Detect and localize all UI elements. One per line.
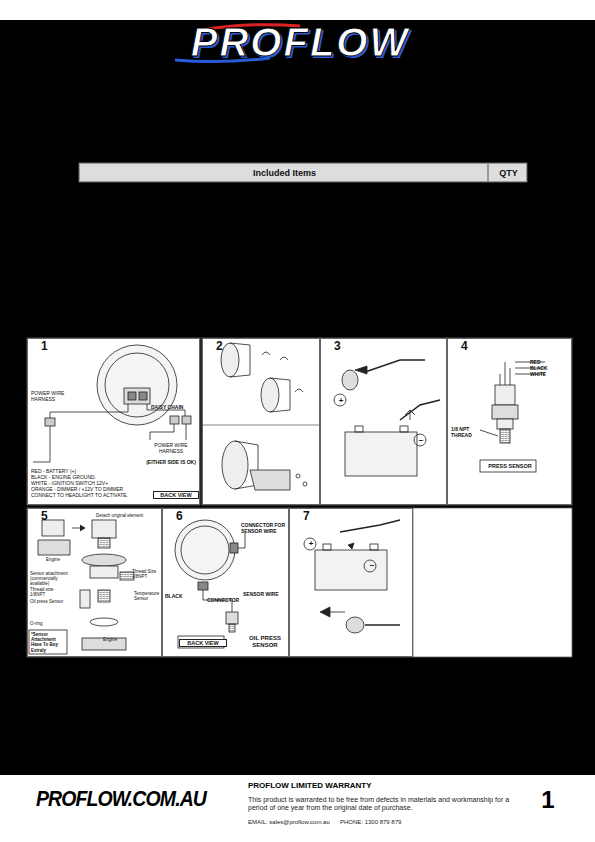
part-label: Temperature Sensor	[134, 591, 162, 601]
gauge-mount-steps	[221, 343, 307, 490]
instruction-panel: 3 + −	[320, 338, 447, 505]
battery-disconnect	[334, 360, 440, 476]
wire-color: RED	[530, 360, 560, 366]
callout-number: 2	[216, 340, 246, 354]
instruction-panel: 1POWER WIRE HARNESS DAISY CHAIN POWER WIRE…	[27, 338, 200, 505]
contact-text: PHONE: 1300 879 879	[340, 819, 460, 826]
table-header-cell: QTY	[489, 168, 528, 178]
sensor-attachment	[29, 520, 134, 654]
wire-note: BLACK - ENGINE GROUND.	[31, 475, 191, 481]
warranty-text: This product is warranted to be free fro…	[248, 796, 513, 812]
page-ground	[0, 20, 595, 775]
wire-color: BLACK	[530, 366, 560, 372]
part-label: POWER WIRE HARNESS	[31, 391, 71, 403]
callout-number: 5	[41, 510, 71, 524]
callout-number: 3	[334, 340, 364, 354]
battery-reconnect	[304, 520, 400, 633]
callout-number: 6	[176, 510, 206, 524]
instruction-panel: 4REDBLACKWHITE 1/8 NPT THREAD PRESS SENSOR	[447, 338, 572, 505]
page-number: 1	[536, 786, 560, 814]
polarity-sign: −	[415, 436, 427, 445]
warranty-title: PROFLOW LIMITED WARRANTY	[248, 781, 518, 790]
table-header-cell: Included Items	[80, 168, 489, 178]
wire-note: WHITE - IGNITION SWITCH 12V+	[31, 481, 191, 487]
table-cell: Included Items	[79, 163, 488, 182]
part-label: PRESS SENSOR	[482, 463, 538, 469]
part-label: CONNECTOR	[207, 598, 241, 604]
instruction-panel: 2	[202, 338, 320, 505]
view-label: BACK VIEW	[179, 639, 227, 647]
part-label: CONNECTOR FOR SENSOR WIRE	[241, 523, 287, 535]
panel-grounds	[27, 338, 572, 657]
brand-logo: PROFLOW	[150, 22, 450, 62]
pressure-sensor	[480, 362, 545, 472]
note: *Sensor Attachment Have To Buy Extraly	[31, 632, 67, 653]
polarity-sign: −	[366, 561, 378, 570]
wire-color: WHITE	[530, 372, 560, 378]
part-label: Sensor attachment (commercially availabl…	[30, 571, 78, 587]
callout-number: 7	[303, 510, 333, 524]
part-label: Thread size 1/8NPT	[30, 587, 64, 597]
site-logo: PROFLOW.COM.AU	[36, 788, 206, 810]
part-label: SENSOR WIRE	[243, 592, 283, 598]
wire-note: RED - BATTERY (+)	[31, 469, 191, 475]
part-label: Engine	[90, 637, 130, 642]
sensor-wiring	[175, 520, 245, 648]
note: (EITHER SIDE IS OK)	[143, 460, 199, 466]
instruction-panel: 7 + −	[289, 508, 413, 657]
callout-number: 4	[461, 340, 491, 354]
polarity-sign: +	[305, 539, 317, 548]
part-label: BLACK	[165, 594, 193, 600]
callout-number: 1	[41, 340, 71, 354]
instruction-panel: 6CONNECTOR FOR SENSOR WIRE SENSOR WIRE BLA…	[162, 508, 289, 657]
part-label: Engine	[46, 557, 76, 562]
part-label: DAISY CHAIN	[151, 405, 199, 411]
table-cell: QTY	[488, 163, 527, 182]
note: Detach original element	[96, 513, 152, 518]
part-label: 1/8 NPT THREAD	[451, 427, 483, 439]
view-label: BACK VIEW	[153, 491, 199, 499]
part-label: POWER WIRE HARNESS	[146, 443, 196, 455]
part-label: Thread Size 1/8NPT	[132, 569, 162, 579]
part-label: O-ring	[30, 621, 60, 626]
instruction-panel: 5Detach original elementEngineSensor att…	[27, 508, 162, 657]
part-label: Oil press Sensor	[30, 599, 64, 604]
table-header	[79, 163, 527, 182]
polarity-sign: +	[335, 396, 347, 405]
part-label: OIL PRESS SENSOR	[243, 635, 287, 649]
wire-note: ORANGE - DIMMER / +12V TO DIMMER CONNECT…	[31, 487, 143, 499]
